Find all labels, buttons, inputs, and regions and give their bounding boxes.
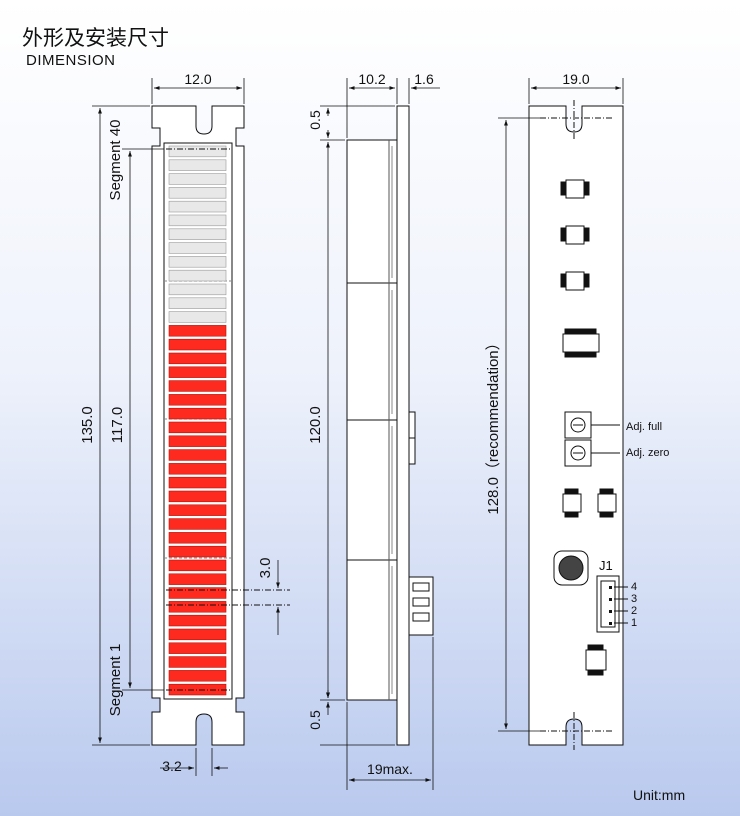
adj-full-label: Adj. full: [626, 421, 662, 433]
ic-chip: [597, 488, 617, 518]
led-segment: [168, 394, 227, 406]
led-segment: [168, 159, 227, 171]
front-slot-label: 3.2: [162, 758, 182, 774]
ic-chip: [560, 271, 590, 291]
led-segment: [168, 642, 227, 654]
ic-chip: [562, 328, 600, 358]
front-dimensions: [92, 78, 280, 776]
connector-j1-label: J1: [599, 558, 613, 573]
led-segment: [168, 173, 227, 185]
back-dimensions: [498, 78, 624, 732]
led-segment: [168, 587, 227, 599]
connector-j1: [596, 575, 620, 633]
led-segment: [168, 352, 227, 365]
side-dimensions: [320, 78, 440, 790]
front-height-label: 135.0: [79, 406, 96, 444]
led-segment: [168, 407, 227, 420]
led-segment: [168, 269, 227, 282]
led-segment: [168, 256, 227, 268]
side-max-label: 19max.: [367, 761, 413, 777]
ic-chip: [585, 644, 607, 676]
led-segment: [168, 601, 227, 613]
led-segment: [168, 559, 227, 572]
side-top-gap-label: 0.5: [307, 110, 323, 130]
led-segment: [168, 573, 227, 585]
led-segment: [168, 435, 227, 447]
pin-label: 2: [631, 605, 637, 617]
title-english: DIMENSION: [26, 52, 116, 69]
led-segment: [168, 504, 227, 516]
led-segment: [168, 200, 227, 213]
led-segment: [168, 628, 227, 641]
led-segment: [168, 545, 227, 558]
led-segment: [168, 614, 227, 627]
front-view: [151, 105, 290, 746]
led-segment: [168, 297, 227, 309]
led-segment: [168, 656, 227, 668]
segment-bottom-label: Segment 1: [107, 644, 124, 717]
side-bottom-gap-label: 0.5: [307, 710, 323, 730]
pin-label: 3: [631, 593, 637, 605]
side-view: [346, 105, 434, 746]
led-segment: [168, 338, 227, 351]
back-mount-label: 128.0（recommendation）: [485, 335, 502, 514]
ic-chip: [562, 488, 582, 518]
led-segment: [168, 325, 227, 337]
led-segment: [168, 532, 227, 544]
led-segment: [168, 449, 227, 461]
led-segment: [168, 490, 227, 503]
pin-label: 4: [631, 581, 637, 593]
back-components: [560, 179, 617, 676]
led-segment: [168, 311, 227, 323]
title-chinese: 外形及安装尺寸: [22, 26, 169, 50]
back-width-label: 19.0: [562, 71, 589, 87]
pin-label: 1: [631, 617, 637, 629]
side-board-label: 1.6: [414, 71, 434, 87]
side-depth-label: 10.2: [358, 71, 385, 87]
unit-label: Unit:mm: [633, 787, 686, 803]
led-segment: [168, 463, 227, 475]
led-segment: [168, 228, 227, 240]
back-view: [528, 100, 628, 750]
side-pcb: [396, 105, 410, 746]
led-segment: [168, 670, 227, 682]
led-segment: [168, 421, 227, 434]
front-pitch-label: 3.0: [257, 558, 274, 579]
led-segment: [168, 476, 227, 489]
segment-top-label: Segment 40: [107, 120, 124, 201]
led-segment: [168, 242, 227, 254]
adj-zero-label: Adj. zero: [626, 447, 669, 459]
led-segment: [168, 518, 227, 530]
led-segment: [168, 145, 227, 158]
front-led-span-label: 117.0: [109, 407, 126, 443]
ic-chip: [560, 179, 590, 199]
led-segments: [168, 145, 227, 696]
led-segment: [168, 187, 227, 199]
led-segment: [168, 380, 227, 392]
led-segment: [168, 214, 227, 227]
led-segment: [168, 366, 227, 378]
ic-chip: [560, 225, 590, 245]
front-width-label: 12.0: [184, 71, 211, 87]
led-segment: [168, 283, 227, 296]
side-height-label: 120.0: [307, 406, 324, 444]
